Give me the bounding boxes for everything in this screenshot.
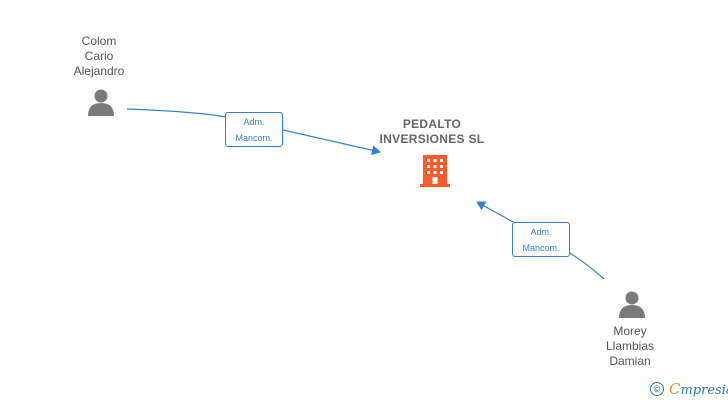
brand-logo: Cmpresia	[669, 380, 728, 398]
person-icon[interactable]	[88, 89, 114, 117]
person-name-colom[interactable]: Colom Cario Alejandro	[73, 34, 125, 78]
relation-label-colom[interactable]: Adm. Mancom.	[225, 112, 283, 147]
copyright-icon: ©	[650, 382, 664, 396]
relation-label-morey[interactable]: Adm. Mancom.	[512, 222, 570, 257]
person-icon[interactable]	[619, 291, 645, 319]
person-name-morey[interactable]: Morey Llambias Damian	[605, 324, 655, 368]
company-name[interactable]: PEDALTO INVERSIONES SL	[379, 117, 485, 146]
building-icon[interactable]	[420, 155, 450, 187]
empresia-watermark[interactable]: © Cmpresia	[650, 380, 728, 398]
